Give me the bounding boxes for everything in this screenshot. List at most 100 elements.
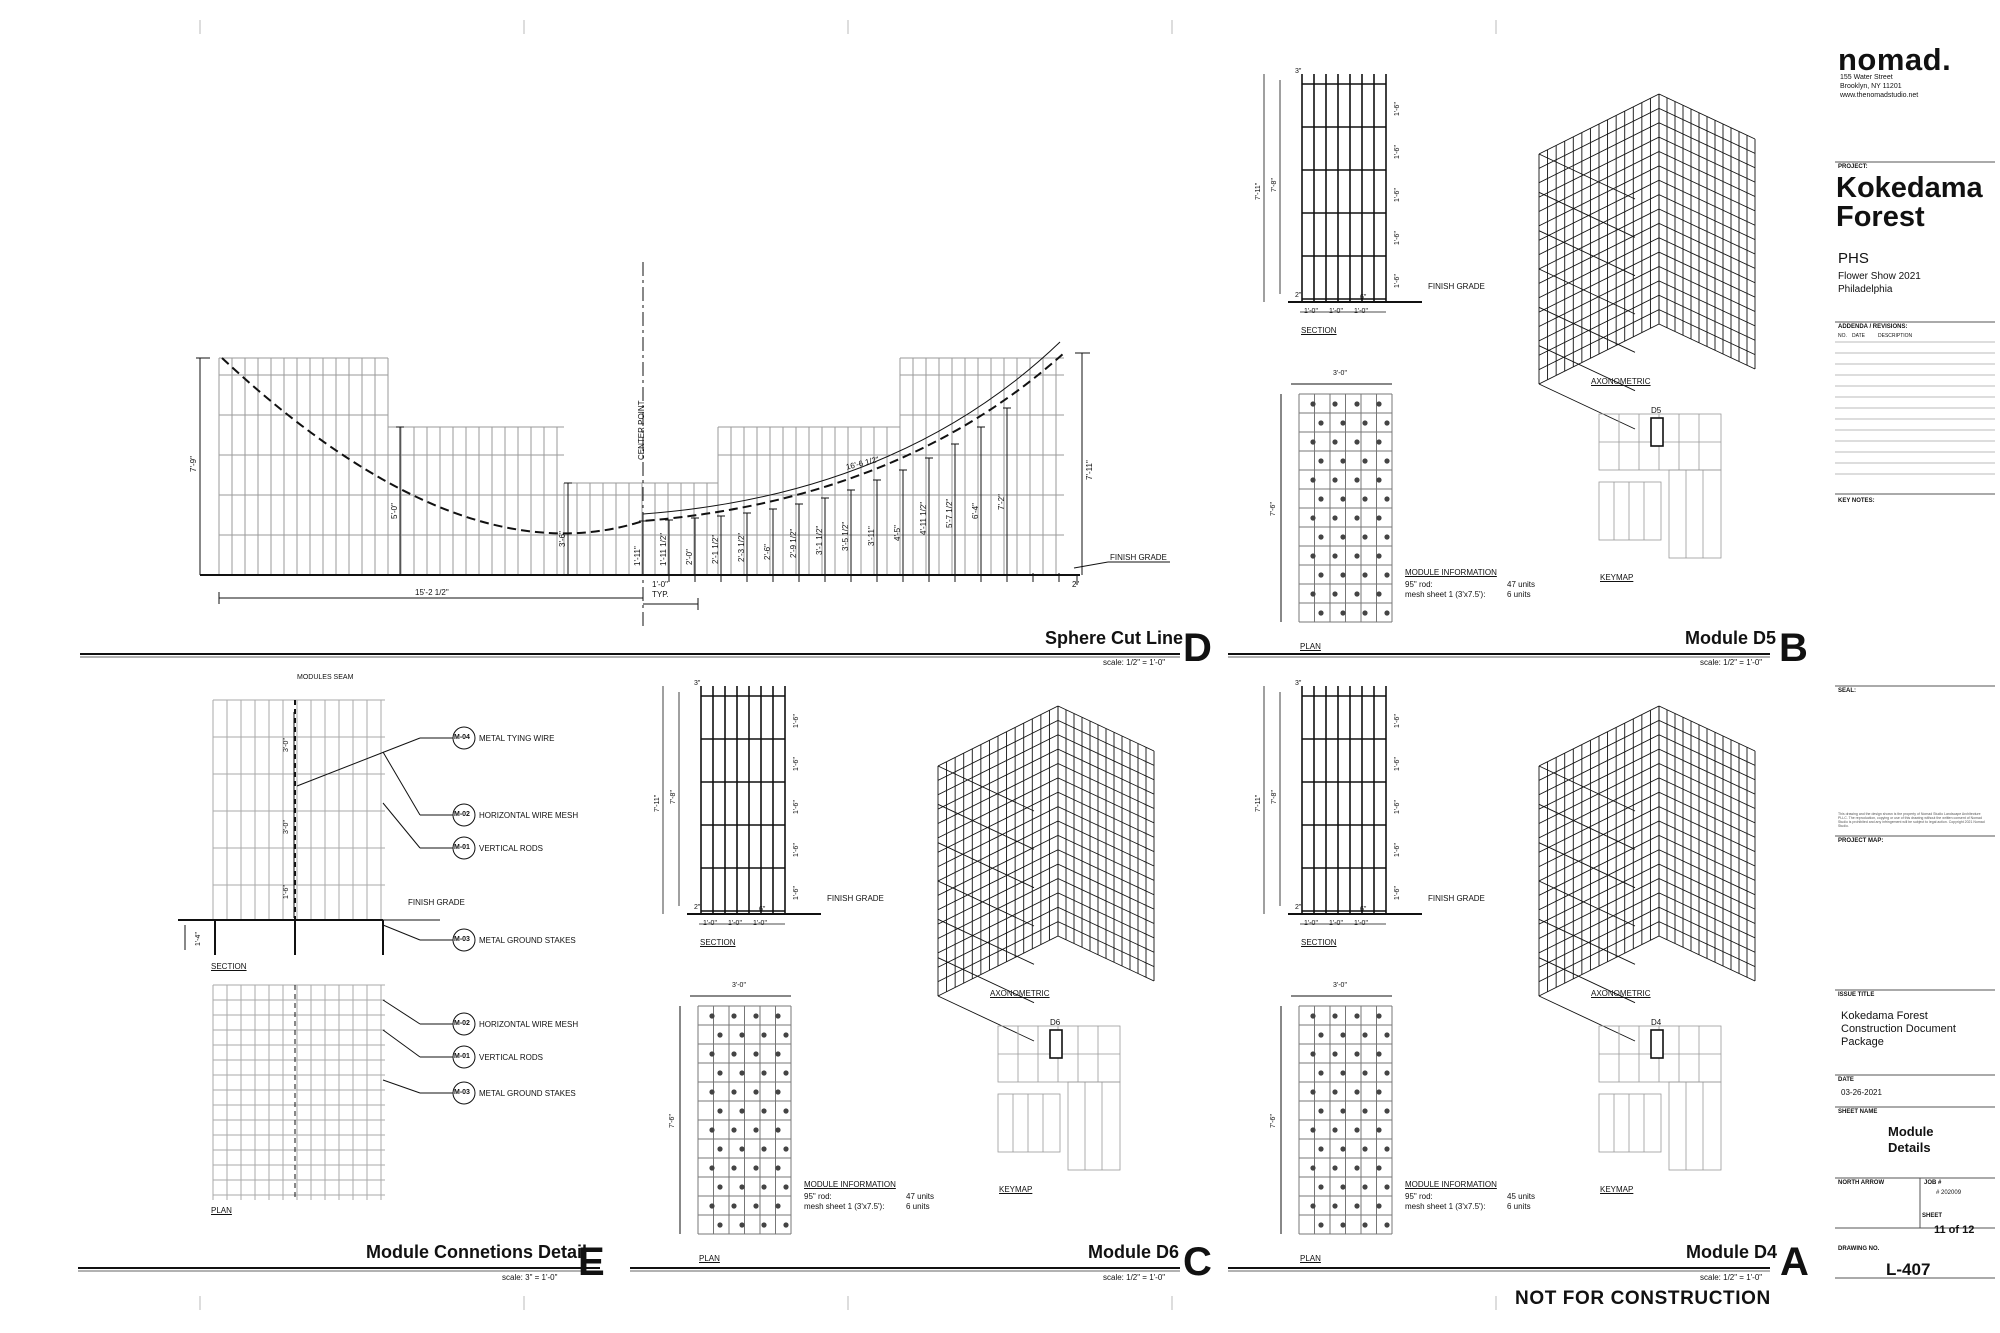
- issue-title-label: ISSUE TITLE: [1838, 992, 1875, 998]
- issue-title-2: Construction Document: [1841, 1023, 1956, 1035]
- section-label: SECTION: [1301, 938, 1337, 947]
- sphere-height-dim: 2'-6": [763, 544, 772, 560]
- module-d4-drawings: [1263, 686, 1756, 1235]
- plan-label: PLAN: [1300, 1254, 1321, 1263]
- mesh-label: mesh sheet 1 (3'x7.5'):: [804, 1202, 885, 1211]
- section-bottom-dim: 1'-0": [1354, 920, 1368, 927]
- panel-e-scale: scale: 3" = 1'-0": [502, 1273, 558, 1282]
- rod-label: 95" rod:: [804, 1192, 832, 1201]
- section-total-height: 7'-11": [1255, 794, 1262, 812]
- plan-height-dim: 7'-6": [669, 1114, 676, 1128]
- callout-code: M-01: [454, 1053, 470, 1060]
- sphere-height-dim: 4'-5": [893, 524, 902, 541]
- section-mesh: [687, 686, 821, 915]
- arc-dimension: [642, 341, 1061, 515]
- rod-label: 95" rod:: [1405, 1192, 1433, 1201]
- conn-dim-4: 1'-4": [195, 932, 202, 946]
- sheet-name-label: SHEET NAME: [1838, 1109, 1878, 1115]
- section-height-dim: 1'-6": [1394, 714, 1401, 728]
- date-label: DATE: [1838, 1077, 1854, 1083]
- client-name: PHS: [1838, 250, 1869, 267]
- panel-e-letter: E: [578, 1240, 605, 1284]
- sphere-height-dim: 3'-6": [558, 531, 567, 547]
- key-notes-label: KEY NOTES:: [1838, 498, 1875, 504]
- section-label: SECTION: [1301, 326, 1337, 335]
- panel-c-title: Module D6: [1088, 1242, 1180, 1262]
- rev-date-col: DATE: [1852, 333, 1865, 339]
- section-height-dim: 1'-6": [793, 886, 800, 900]
- sphere-cut-line-elevation: [196, 262, 1170, 630]
- sphere-cut-curve: [221, 352, 1065, 535]
- rod-count: 45 units: [1507, 1192, 1536, 1201]
- section-height-dim: 1'-6": [793, 757, 800, 771]
- project-map-label: PROJECT MAP:: [1838, 838, 1884, 844]
- section-bottom-offset: 2": [694, 904, 701, 911]
- sphere-left-height: 7'-9": [189, 456, 198, 472]
- conn-dim-1: 3'-0": [283, 738, 290, 752]
- copyright-notice: This drawing and the design shown is the…: [1838, 812, 1985, 828]
- panel-b-title: Module D5: [1685, 628, 1777, 648]
- panel-e-title: Module Connetions Detail: [366, 1242, 588, 1262]
- sphere-height-dim: 5'-7 1/2": [945, 498, 954, 528]
- keymap-module-id: D6: [1050, 1018, 1061, 1027]
- axonometric-label: AXONOMETRIC: [990, 989, 1050, 998]
- conn-section-label: SECTION: [211, 962, 247, 971]
- north-arrow-label: NORTH ARROW: [1838, 1180, 1885, 1186]
- mesh-label: mesh sheet 1 (3'x7.5'):: [1405, 590, 1486, 599]
- conn-dim-2: 3'-0": [283, 820, 290, 834]
- callout-text: METAL GROUND STAKES: [479, 936, 576, 945]
- issue-title-1: Kokedama Forest: [1841, 1010, 1928, 1022]
- callout-text: METAL TYING WIRE: [479, 734, 555, 743]
- callout-text: VERTICAL RODS: [479, 844, 544, 853]
- sphere-height-dim: 2'-0": [685, 548, 694, 565]
- module-d5-drawings: [1263, 74, 1756, 623]
- plan-mesh: [679, 995, 792, 1235]
- job-number: # 202009: [1936, 1190, 1962, 1196]
- section-bottom-dim: 1'-0": [1329, 308, 1343, 315]
- module-info-label: MODULE INFORMATION: [804, 1180, 896, 1189]
- sphere-height-dim: 3'-1 1/2": [815, 525, 824, 555]
- panel-b-letter: B: [1779, 626, 1808, 670]
- sphere-height-dim: 4'-11 1/2": [919, 501, 928, 535]
- typ-spacing: 1'-0": [652, 580, 668, 589]
- title-block-lines: [1835, 161, 1995, 1279]
- project-name-1: Kokedama: [1836, 172, 1983, 204]
- keymap-label: KEYMAP: [999, 1185, 1033, 1194]
- firm-website: www.thenomadstudio.net: [1840, 92, 1919, 99]
- not-for-construction-stamp: NOT FOR CONSTRUCTION: [1515, 1288, 1771, 1309]
- conn-dim-3: 1'-6": [283, 885, 290, 899]
- section-bottom-offset: 2": [1295, 292, 1302, 299]
- plan-width-dim: 3'-0": [1333, 982, 1347, 989]
- panel-d-scale: scale: 1/2" = 1'-0": [1103, 658, 1166, 667]
- project-label: PROJECT:: [1838, 164, 1868, 170]
- callout-code: M-01: [454, 844, 470, 851]
- module-connections-detail: [178, 699, 476, 1200]
- callout-code: M-04: [454, 734, 470, 741]
- addenda-label: ADDENDA / REVISIONS:: [1838, 324, 1908, 330]
- sphere-width-dim: 15'-2 1/2": [415, 588, 449, 597]
- mesh-count: 6 units: [1507, 590, 1531, 599]
- panel-b-scale: scale: 1/2" = 1'-0": [1700, 658, 1763, 667]
- callout-text: VERTICAL RODS: [479, 1053, 544, 1062]
- sphere-right-height: 7'-11": [1085, 460, 1094, 480]
- section-inner-height: 7'-8": [670, 790, 677, 804]
- axonometric-mesh: [1538, 93, 1756, 430]
- section-height-dim: 1'-6": [1394, 843, 1401, 857]
- plan-width-dim: 3'-0": [732, 982, 746, 989]
- section-inner-height: 7'-8": [1271, 790, 1278, 804]
- section-bottom-dim: 1'-0": [1329, 920, 1343, 927]
- section-top-offset: 3": [694, 680, 701, 687]
- section-mesh: [1288, 74, 1422, 303]
- callout-text: HORIZONTAL WIRE MESH: [479, 811, 579, 820]
- section-height-dim: 1'-6": [793, 714, 800, 728]
- section-bottom-dim: 1'-0": [703, 920, 717, 927]
- issue-title-3: Package: [1841, 1036, 1884, 1048]
- sphere-height-dim: 1'-11 1/2": [659, 532, 668, 566]
- rev-desc-col: DESCRIPTION: [1878, 333, 1913, 339]
- section-top-offset: 3": [1295, 68, 1302, 75]
- module-d6-drawings: [662, 686, 1155, 1235]
- stake-dim: 6": [759, 906, 766, 913]
- section-bottom-dim: 1'-0": [1304, 920, 1318, 927]
- plan-mesh: [1280, 383, 1393, 623]
